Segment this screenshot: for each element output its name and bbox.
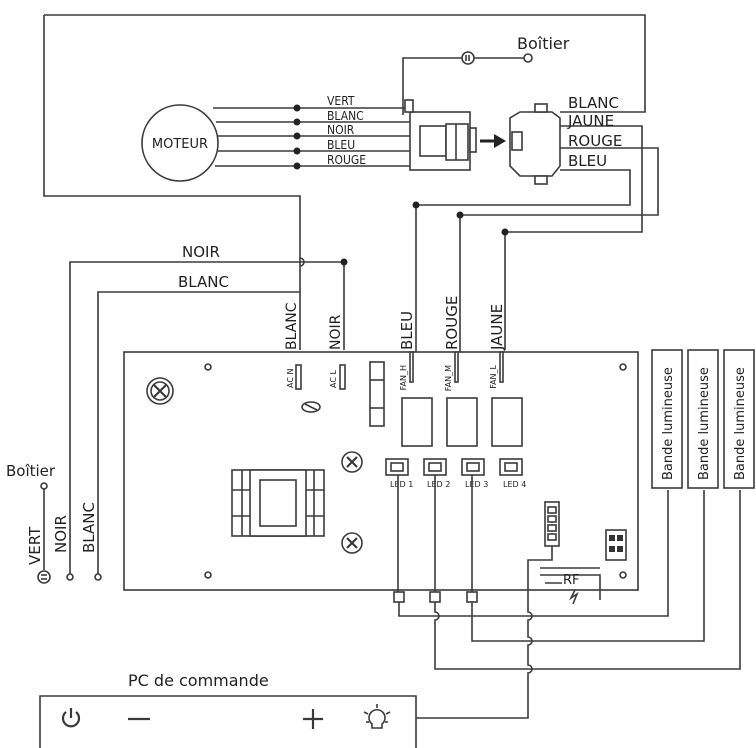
led3-label: LED 3	[465, 480, 488, 489]
left-black-label: NOIR	[52, 515, 70, 553]
motor-wire-label-5: ROUGE	[327, 153, 366, 167]
led-connector-2	[423, 458, 447, 476]
relay-1	[401, 397, 433, 447]
rf-label: RF	[563, 573, 580, 588]
conn-wire-label-3: ROUGE	[568, 132, 622, 150]
board-blue-label: BLEU	[398, 311, 416, 350]
mains-black-label: NOIR	[182, 243, 220, 261]
power-icon[interactable]	[61, 708, 81, 728]
motor	[141, 104, 219, 182]
led-connector-1	[385, 458, 409, 476]
frame-left-wire	[43, 15, 301, 350]
screw-icon	[341, 451, 363, 473]
led-connector-3	[461, 458, 485, 476]
ground-lead-top	[402, 57, 528, 115]
red-wire	[459, 147, 659, 370]
led-strip-2	[687, 349, 719, 489]
conn-wire-label-2: JAUNE	[567, 112, 614, 130]
male-connector	[404, 99, 477, 171]
housing-top-terminal	[523, 53, 533, 63]
plus-icon[interactable]	[303, 709, 323, 729]
fanh-label: FAN_H	[399, 365, 408, 390]
rf-module	[540, 567, 601, 605]
led-strip-1-label: Bande lumineuse	[661, 367, 676, 480]
yellow-wire	[504, 125, 643, 350]
acl-label: AC L	[329, 370, 338, 388]
led-connector-4	[499, 458, 523, 476]
arrow-icon	[480, 134, 506, 148]
frame-top-wire	[44, 14, 646, 113]
transformer	[231, 469, 325, 537]
board-red-label: ROUGE	[443, 296, 461, 350]
led-strip-2-label: Bande lumineuse	[697, 367, 712, 480]
led4-label: LED 4	[503, 480, 526, 489]
light-icon[interactable]	[363, 704, 391, 729]
control-panel-wire	[416, 546, 553, 719]
board-black-label: NOIR	[328, 314, 344, 350]
left-green-label: VERT	[26, 526, 44, 565]
motor-wire-label-1: VERT	[327, 94, 355, 108]
fanl-label: FAN_L	[489, 364, 498, 388]
led-strip-wire-1	[398, 490, 669, 617]
ground-symbol-left	[37, 570, 51, 584]
led-strip-wire-3	[434, 490, 741, 670]
female-connector	[509, 103, 561, 185]
panel-connector	[544, 501, 560, 547]
blue-wire	[415, 169, 631, 370]
motor-wire-bundle	[213, 104, 410, 170]
left-white-label: BLANC	[80, 502, 98, 553]
led-strip-wire-2	[471, 490, 705, 642]
acn-label: AC N	[286, 369, 295, 388]
board-yellow-label: JAUNE	[488, 304, 506, 351]
varistor	[301, 401, 321, 413]
control-panel	[39, 695, 417, 748]
screw-icon	[146, 377, 174, 405]
conn-wire-label-4: BLEU	[568, 152, 607, 170]
led-strip-3	[723, 349, 755, 489]
conn-wire-label-1: BLANC	[568, 94, 619, 112]
led1-label: LED 1	[390, 480, 413, 489]
housing-top-label: Boîtier	[517, 34, 570, 53]
mains-white-label: BLANC	[178, 273, 229, 291]
led-strip-3-label: Bande lumineuse	[733, 367, 748, 480]
relay-3	[491, 397, 523, 447]
chip-icon	[605, 529, 627, 561]
fuse	[369, 361, 385, 427]
screw-icon	[341, 532, 363, 554]
ground-symbol-top	[461, 51, 475, 65]
motor-wire-label-3: NOIR	[327, 123, 355, 137]
motor-wire-label-2: BLANC	[327, 109, 364, 123]
mains-black-wire	[69, 261, 345, 577]
housing-left-label: Boîtier	[6, 462, 56, 480]
motor-wire-label-4: BLEU	[327, 138, 355, 152]
control-label: PC de commande	[128, 671, 269, 690]
relay-2	[446, 397, 478, 447]
fanm-label: FAN_M	[444, 365, 453, 391]
led2-label: LED 2	[427, 480, 450, 489]
motor-label: MOTEUR	[152, 137, 208, 152]
board-white-label: BLANC	[284, 302, 300, 350]
led-strip-1	[651, 349, 683, 489]
mains-white-wire	[97, 291, 300, 577]
